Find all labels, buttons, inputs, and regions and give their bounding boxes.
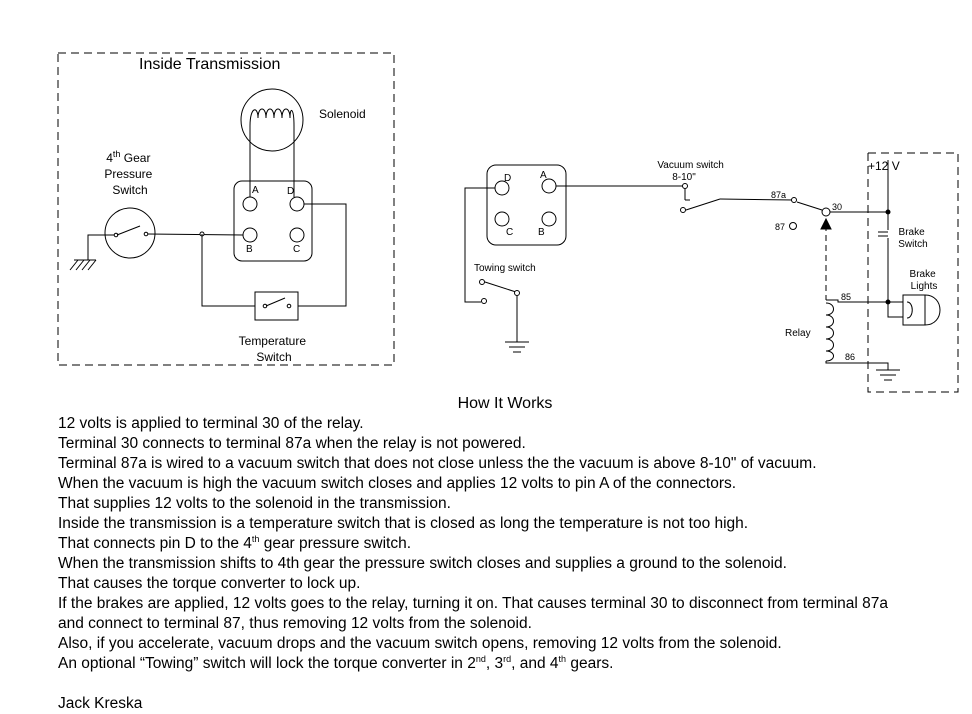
harness-connector [486, 164, 567, 246]
note-line: Terminal 30 connects to terminal 87a whe… [58, 435, 526, 452]
harness-pin-d: D [504, 173, 511, 184]
note-line: When the vacuum is high the vacuum switc… [58, 475, 737, 492]
wiring-diagram: Inside Transmission Solenoid 4th Gear Pr… [57, 52, 959, 393]
towing-switch-label: Towing switch [474, 263, 536, 274]
supply-label: +12 V [868, 159, 900, 173]
pressure-switch-label: 4th Gear Pressure Switch [104, 149, 155, 197]
note-line: 12 volts is applied to terminal 30 of th… [58, 415, 364, 432]
relay-label: Relay [785, 328, 811, 339]
how-it-works-text: 12 volts is applied to terminal 30 of th… [58, 414, 968, 674]
harness-pin-b: B [538, 227, 545, 238]
note-line: That connects pin D to the 4th gear pres… [58, 533, 412, 552]
brake-lights-label: Brake Lights [910, 269, 939, 292]
terminal-86: 86 [845, 352, 855, 362]
trans-pin-d: D [287, 186, 294, 197]
note-line: Also, if you accelerate, vacuum drops an… [58, 635, 782, 652]
note-line: An optional “Towing” switch will lock th… [58, 653, 614, 672]
temperature-switch-label: Temperature Switch [239, 334, 310, 364]
note-line: That causes the torque converter to lock… [58, 575, 361, 592]
transmission-connector [233, 180, 313, 262]
note-line: Inside the transmission is a temperature… [58, 515, 749, 532]
solenoid-label: Solenoid [319, 107, 366, 121]
vacuum-switch-label: Vacuum switch 8-10" [657, 160, 726, 183]
transmission-boundary [57, 52, 395, 366]
terminal-85: 85 [841, 292, 851, 302]
note-line: If the brakes are applied, 12 volts goes… [58, 595, 888, 612]
note-line: Terminal 87a is wired to a vacuum switch… [58, 455, 817, 472]
note-line: That supplies 12 volts to the solenoid i… [58, 495, 451, 512]
trans-pin-c: C [293, 244, 300, 255]
trans-pin-a: A [252, 185, 259, 196]
terminal-87a: 87a [771, 190, 786, 200]
terminal-30: 30 [832, 202, 842, 212]
harness-pin-a: A [540, 170, 547, 181]
terminal-87: 87 [775, 222, 785, 232]
note-line: and connect to terminal 87, thus removin… [58, 615, 532, 632]
pressure-switch [104, 207, 156, 259]
solenoid [240, 88, 304, 152]
how-it-works-title: How It Works [457, 395, 553, 412]
harness-pin-c: C [506, 227, 513, 238]
author-name: Jack Kreska [58, 695, 143, 712]
temperature-switch [254, 291, 299, 321]
brake-switch-label: Brake Switch [898, 227, 927, 250]
transmission-box-title: Inside Transmission [139, 56, 280, 73]
trans-pin-b: B [246, 244, 253, 255]
note-line: When the transmission shifts to 4th gear… [58, 555, 787, 572]
